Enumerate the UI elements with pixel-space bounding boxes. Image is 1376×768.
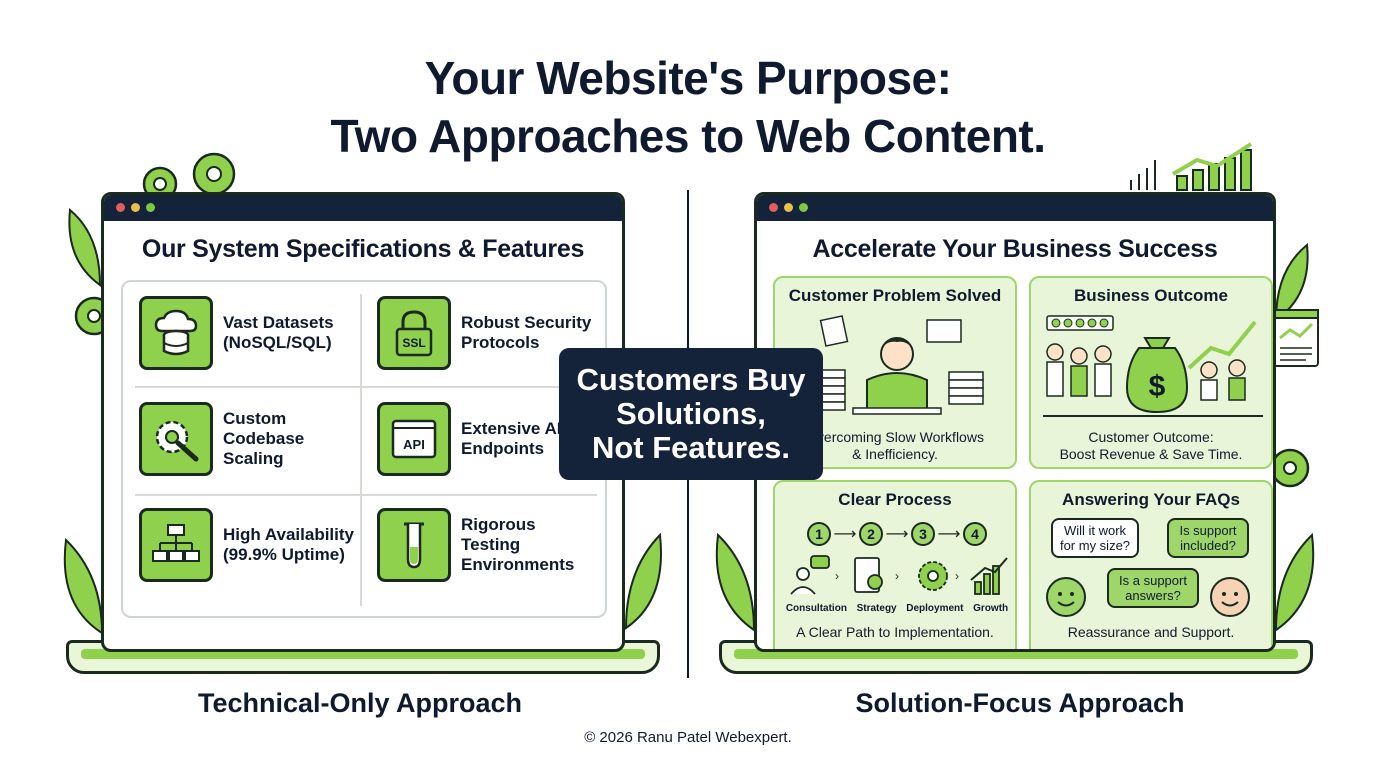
svg-text:›: ›	[835, 569, 839, 583]
technical-approach-label: Technical-Only Approach	[197, 688, 523, 718]
clear-process-panel: Clear Process 1 ⟶ 2 ⟶ 3 ⟶ 4 › › › Consulta…	[773, 480, 1019, 649]
solution-approach-label: Solution-Focus Approach	[855, 688, 1185, 718]
leaf-decoration-icon	[63, 537, 104, 635]
leaf-decoration-icon	[624, 532, 662, 630]
process-label: Deployment	[906, 603, 964, 614]
database-cloud-icon	[139, 296, 213, 370]
arrow-right-icon: ⟶	[833, 526, 857, 543]
window-minimize-dot	[131, 203, 140, 212]
process-steps: 1 ⟶ 2 ⟶ 3 ⟶ 4	[775, 522, 1019, 546]
arrow-right-icon: ⟶	[885, 526, 909, 543]
step-number: 1	[807, 522, 831, 546]
grid-divider	[135, 386, 597, 388]
api-icon-text: API	[403, 437, 425, 452]
window-maximize-dot	[146, 203, 155, 212]
feature-label: High Availability (99.9% Uptime)	[223, 525, 354, 564]
feature-label: Rigorous Testing Environments	[461, 515, 575, 574]
left-window-heading: Our System Specifications & Features	[141, 235, 585, 263]
faq-panel: Answering Your FAQs Will it work for my …	[1029, 480, 1273, 649]
window-titlebar	[104, 195, 622, 221]
revenue-growth-illustration: $	[1043, 315, 1263, 417]
step-number: 4	[963, 522, 987, 546]
feature-label: Vast Datasets (NoSQL/SQL)	[223, 313, 334, 352]
dollar-sign: $	[1149, 370, 1166, 403]
technical-browser-window: Our System Specifications & Features Vas…	[101, 192, 625, 652]
process-labels: Consultation Strategy Deployment Growth	[775, 603, 1019, 614]
smiling-face-icon	[1210, 577, 1250, 617]
right-window-heading: Accelerate Your Business Success	[812, 235, 1218, 263]
gear-decoration-icon	[1274, 448, 1310, 488]
feature-label: Extensive API Endpoints	[461, 419, 573, 458]
ssl-lock-icon: SSL	[377, 296, 451, 370]
copyright-footer: © 2026 Ranu Patel Webexpert.	[584, 729, 792, 746]
feature-item: SSL Robust Security Protocols	[377, 296, 591, 370]
feature-item: High Availability (99.9% Uptime)	[139, 508, 354, 582]
feature-item: Vast Datasets (NoSQL/SQL)	[139, 296, 334, 370]
api-window-icon: API	[377, 402, 451, 476]
feature-item: Rigorous Testing Environments	[377, 508, 574, 582]
leaf-decoration-icon	[1274, 243, 1309, 322]
faq-question-bubble: Is a support answers?	[1107, 568, 1199, 608]
svg-text:›: ›	[895, 569, 899, 583]
network-hierarchy-icon	[139, 508, 213, 582]
leaf-decoration-icon	[68, 208, 102, 287]
feature-label: Robust Security Protocols	[461, 313, 592, 352]
window-close-dot	[769, 203, 778, 212]
panel-title: Business Outcome	[1074, 286, 1228, 305]
step-number: 2	[859, 522, 883, 546]
grid-divider	[360, 294, 362, 606]
window-minimize-dot	[784, 203, 793, 212]
panel-title: Customer Problem Solved	[788, 286, 1002, 305]
business-outcome-panel: Business Outcome $ Customer Outcome: Boo…	[1029, 276, 1273, 469]
test-tube-icon	[377, 508, 451, 582]
faq-question-bubble: Is support included?	[1167, 518, 1249, 558]
grid-divider	[135, 494, 597, 496]
panel-caption: Customer Outcome: Boost Revenue & Save T…	[1059, 429, 1243, 462]
step-number: 3	[911, 522, 935, 546]
leaf-decoration-icon	[715, 532, 756, 632]
process-label: Growth	[973, 603, 1009, 614]
smiling-face-icon	[1046, 577, 1086, 617]
panel-caption: Overcoming Slow Workflows & Inefficiency…	[806, 429, 984, 462]
window-titlebar	[757, 195, 1273, 221]
gears-icon	[142, 152, 236, 200]
feature-label: Custom Codebase Scaling	[223, 409, 305, 468]
faq-question-bubble: Will it work for my size?	[1051, 518, 1139, 558]
feature-grid: Vast Datasets (NoSQL/SQL) SSL Robust Sec…	[121, 280, 607, 618]
stressed-worker-illustration	[810, 315, 984, 415]
ssl-icon-text: SSL	[402, 336, 425, 350]
panel-caption: A Clear Path to Implementation.	[796, 624, 994, 640]
arrow-right-icon: ⟶	[937, 526, 961, 543]
window-maximize-dot	[799, 203, 808, 212]
solution-browser-window: Accelerate Your Business Success Custome…	[754, 192, 1276, 652]
process-icons: › › ›	[790, 555, 1008, 595]
panel-caption: Reassurance and Support.	[1067, 624, 1235, 640]
page-title-line-1: Your Website's Purpose:	[424, 52, 952, 104]
feature-item: Custom Codebase Scaling	[139, 402, 304, 476]
mini-chart-window-icon	[1273, 309, 1319, 367]
page-title-line-2: Two Approaches to Web Content.	[330, 110, 1046, 162]
process-label: Consultation	[785, 603, 847, 614]
panel-title: Answering Your FAQs	[1062, 490, 1240, 509]
leaf-decoration-icon	[1274, 532, 1315, 632]
feature-item: API Extensive API Endpoints	[377, 402, 573, 476]
growth-chart-icon	[1130, 142, 1253, 191]
gear-decoration-icon	[74, 296, 104, 336]
key-message-callout: Customers Buy Solutions, Not Features.	[559, 348, 823, 480]
gear-wrench-icon	[139, 402, 213, 476]
process-label: Strategy	[856, 603, 897, 614]
panel-title: Clear Process	[838, 490, 952, 509]
svg-text:›: ›	[955, 569, 959, 583]
window-close-dot	[116, 203, 125, 212]
